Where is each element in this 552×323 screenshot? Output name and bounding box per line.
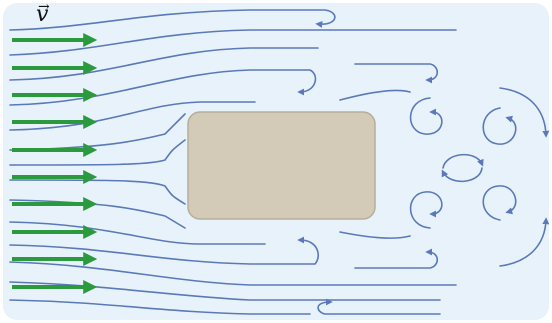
velocity-label: v → xyxy=(36,4,48,26)
vector-accent: → xyxy=(38,0,50,18)
obstacle xyxy=(188,112,375,219)
